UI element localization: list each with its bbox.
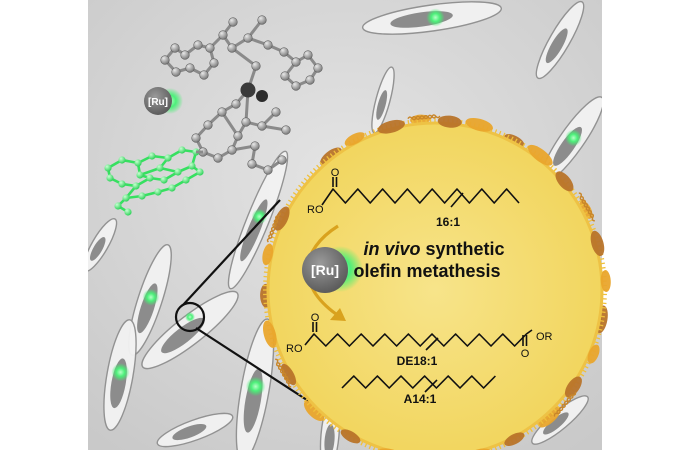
diester-left-ester-group: RO [286, 343, 303, 355]
molecule-atom [218, 108, 227, 117]
fluorophore-atom [160, 176, 167, 183]
molecule-atom [258, 16, 267, 25]
fluorophore-atom [168, 184, 175, 191]
molecule-atom [292, 82, 301, 91]
molecule-atom [264, 166, 273, 175]
fluorophore-atom [134, 159, 141, 166]
zoom-glow [185, 312, 195, 322]
substrate-ester-group: RO [307, 204, 324, 216]
molecule-atom [292, 58, 301, 67]
molecule-atom [272, 108, 281, 117]
molecule-atom [194, 41, 203, 50]
fluorophore-atom [122, 194, 129, 201]
fluorophore-atom [148, 152, 155, 159]
molecule-atom [228, 146, 237, 155]
molecule-atom [172, 68, 181, 77]
fluorophore-atom [106, 174, 113, 181]
molecule-atom [210, 59, 219, 68]
molecule-atom [251, 142, 260, 151]
molecule-atom [200, 71, 209, 80]
fluorophore-atom [178, 146, 185, 153]
fluorophore-atom [164, 154, 171, 161]
diester-left-carbonyl-o: O [311, 312, 320, 324]
caption-synthetic: synthetic [420, 239, 504, 259]
ru-small-label: [Ru] [148, 97, 168, 108]
molecule-atom [192, 134, 201, 143]
molecule-atom [228, 44, 237, 53]
molecule-atom [258, 122, 267, 131]
molecule-atom [161, 56, 170, 65]
molecule-atom [314, 64, 323, 73]
molecule-atom [181, 51, 190, 60]
fluorophore-atom [174, 168, 181, 175]
caption-in-vivo: in vivo [363, 239, 420, 259]
substrate-label: 16:1 [436, 215, 460, 229]
fluorophore-atom [118, 156, 125, 163]
fluorophore-atom [118, 180, 125, 187]
fluorophore-atom [114, 202, 121, 209]
molecule-atom [229, 18, 238, 27]
alkene-label: A14:1 [404, 392, 437, 406]
molecule-atom [232, 100, 241, 109]
diester-right-ester-group: OR [536, 331, 553, 343]
diester-right-carbonyl-o: O [521, 348, 530, 360]
ruthenium-atom [241, 83, 256, 98]
molecule-atom [204, 121, 213, 130]
diester-label: DE18:1 [397, 354, 438, 368]
molecule-atom [248, 160, 257, 169]
molecule-atom [278, 156, 287, 165]
molecule-atom [306, 76, 315, 85]
fluorophore-atom [132, 182, 139, 189]
fluorophore-atom [138, 192, 145, 199]
fluorophore-atom [182, 176, 189, 183]
molecule-atom [219, 31, 228, 40]
fluorophore-atom [196, 168, 203, 175]
molecule-atom [282, 126, 291, 135]
fluorophore-atom [124, 208, 131, 215]
fluorophore-atom [156, 164, 163, 171]
molecule-atom [244, 34, 253, 43]
substrate-carbonyl-o: O [331, 167, 340, 179]
metal-ligand-atom [256, 90, 268, 102]
ru-catalyst-label: [Ru] [311, 262, 339, 278]
molecule-atom [171, 44, 180, 53]
molecule-atom [281, 72, 290, 81]
molecule-atom [186, 64, 195, 73]
ru-small-badge: [Ru] [144, 87, 183, 115]
molecule-atom [252, 62, 261, 71]
fluorophore-atom [154, 188, 161, 195]
molecule-atom [304, 51, 313, 60]
molecule-atom [214, 154, 223, 163]
fluorophore-atom [104, 164, 111, 171]
fluorophore-atom [188, 162, 195, 169]
reaction-caption-line1: in vivo synthetic [363, 239, 504, 259]
fluorophore-atom [136, 171, 143, 178]
molecule-atom [206, 44, 215, 53]
molecule-atom [234, 132, 243, 141]
molecule-atom [264, 41, 273, 50]
fluorophore-atom [146, 174, 153, 181]
molecule-atom [242, 118, 251, 127]
molecule-atom [280, 48, 289, 57]
reaction-caption-line2: olefin metathesis [353, 261, 500, 281]
